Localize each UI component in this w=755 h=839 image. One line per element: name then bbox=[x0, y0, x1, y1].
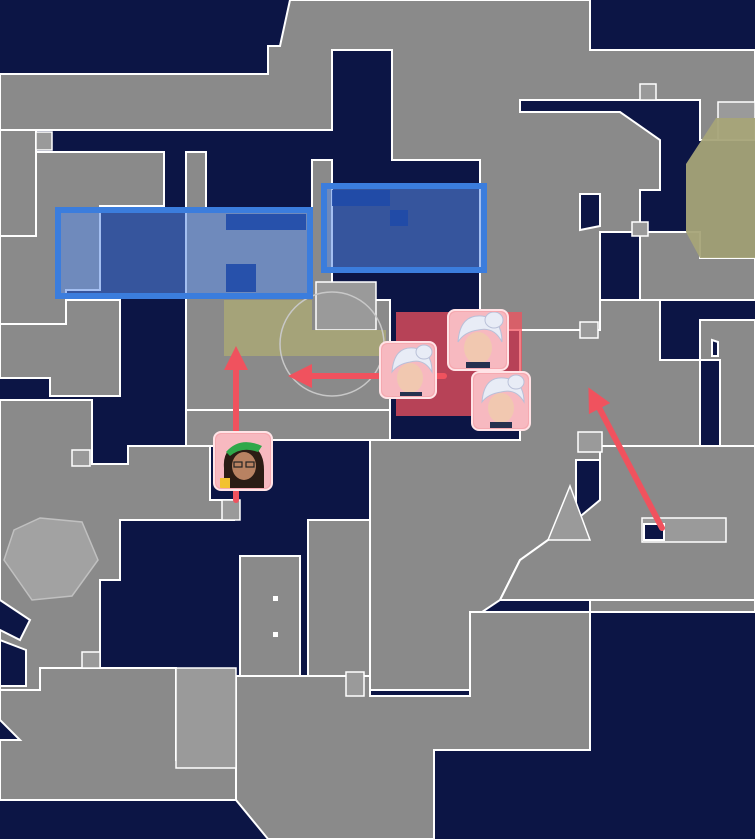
white-haired-agent-icon bbox=[450, 312, 506, 368]
rock-obstacle bbox=[3, 517, 99, 601]
ally-zone-right-inner bbox=[332, 190, 408, 226]
dark-blocks bbox=[0, 193, 719, 687]
waypoint-markers bbox=[273, 596, 278, 637]
ally-agent-1[interactable] bbox=[213, 431, 273, 491]
white-haired-agent-icon bbox=[474, 374, 528, 428]
site-a-zone bbox=[686, 118, 755, 258]
plant-sites bbox=[224, 118, 755, 356]
enemy-agent-3[interactable] bbox=[471, 371, 531, 431]
green-cap-agent-icon bbox=[216, 434, 270, 488]
ally-zone-left-inner-2 bbox=[226, 214, 306, 230]
white-haired-agent-icon bbox=[382, 344, 434, 396]
enemy-agent-1[interactable] bbox=[379, 341, 437, 400]
ally-zone-left-inner bbox=[226, 264, 256, 292]
site-b-zone bbox=[224, 300, 386, 356]
enemy-agent-2[interactable] bbox=[447, 309, 509, 371]
